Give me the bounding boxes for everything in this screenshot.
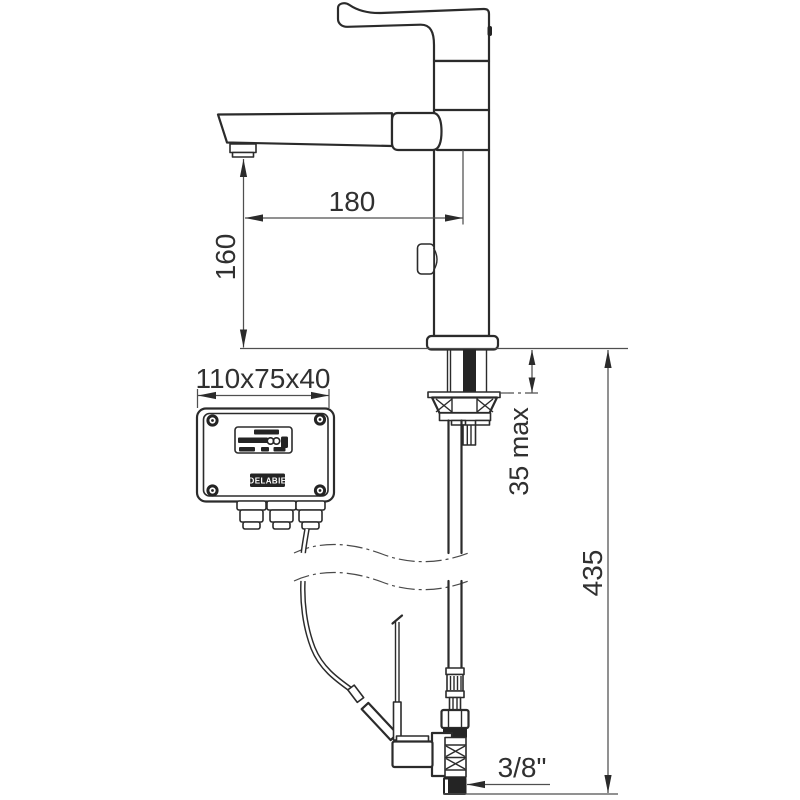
seal-ring	[443, 728, 467, 738]
dimension-label-box: 110x75x40	[196, 363, 331, 394]
dimension-label-160: 160	[210, 234, 241, 281]
dimension-label-35max: 35 max	[504, 407, 534, 496]
supply-hose-upper	[447, 419, 463, 555]
aerator	[229, 143, 257, 154]
dimension-control-box: 110x75x40	[196, 363, 331, 408]
faucet-spout	[216, 112, 394, 148]
cable-gland-3	[295, 500, 326, 530]
valve-cartridge	[444, 736, 467, 778]
dimensions: 180 160 110x75x40 35 max	[196, 150, 618, 795]
union-nut	[440, 708, 470, 730]
cable-ferrule	[346, 684, 365, 704]
dimension-spout-height: 160	[210, 159, 248, 348]
threaded-stud	[463, 349, 476, 392]
stud-end	[462, 424, 477, 446]
base-flange	[425, 334, 500, 351]
spout-collar	[390, 111, 443, 152]
faucet-column	[432, 59, 491, 338]
supply-hose-lower	[447, 579, 463, 671]
rating-plate	[234, 426, 293, 454]
dimension-spout-reach: 180	[245, 150, 464, 225]
dimension-deck-thickness: 35 max	[500, 350, 538, 496]
braided-section	[446, 673, 464, 692]
valve-stem	[391, 614, 404, 741]
sensor-cable	[300, 528, 399, 742]
break-lines	[293, 543, 472, 591]
mounting-shank	[427, 349, 501, 446]
faucet-lever-handle	[336, 2, 491, 63]
mounting-nut	[430, 396, 499, 415]
inlet-nut	[443, 777, 467, 795]
cable-gland-2	[266, 500, 297, 530]
aerator-lip	[231, 151, 255, 158]
solenoid-coil	[391, 740, 434, 769]
brand-logo: DELABIE	[249, 473, 287, 487]
dimension-label-435: 435	[577, 550, 608, 597]
dimension-total-height: 435	[443, 350, 618, 795]
nut-collar	[438, 412, 492, 422]
cable-glands	[236, 500, 326, 530]
dimension-label-inlet: 3/8"	[498, 752, 547, 783]
sensor-window	[416, 243, 435, 275]
brand-logo-text: DELABIE	[249, 477, 287, 486]
solenoid-valve-assembly	[391, 614, 470, 795]
body-index-mark	[487, 26, 492, 36]
dimension-label-180: 180	[329, 186, 376, 217]
sensor-lens	[432, 247, 438, 271]
control-box: DELABIE	[195, 407, 336, 530]
cable-gland-1	[236, 500, 267, 530]
dimension-inlet: 3/8"	[467, 752, 550, 789]
cable-plug	[360, 701, 399, 742]
faucet-body	[216, 2, 500, 351]
corner-screws	[206, 413, 327, 497]
mounting-nut-braces	[435, 398, 494, 413]
